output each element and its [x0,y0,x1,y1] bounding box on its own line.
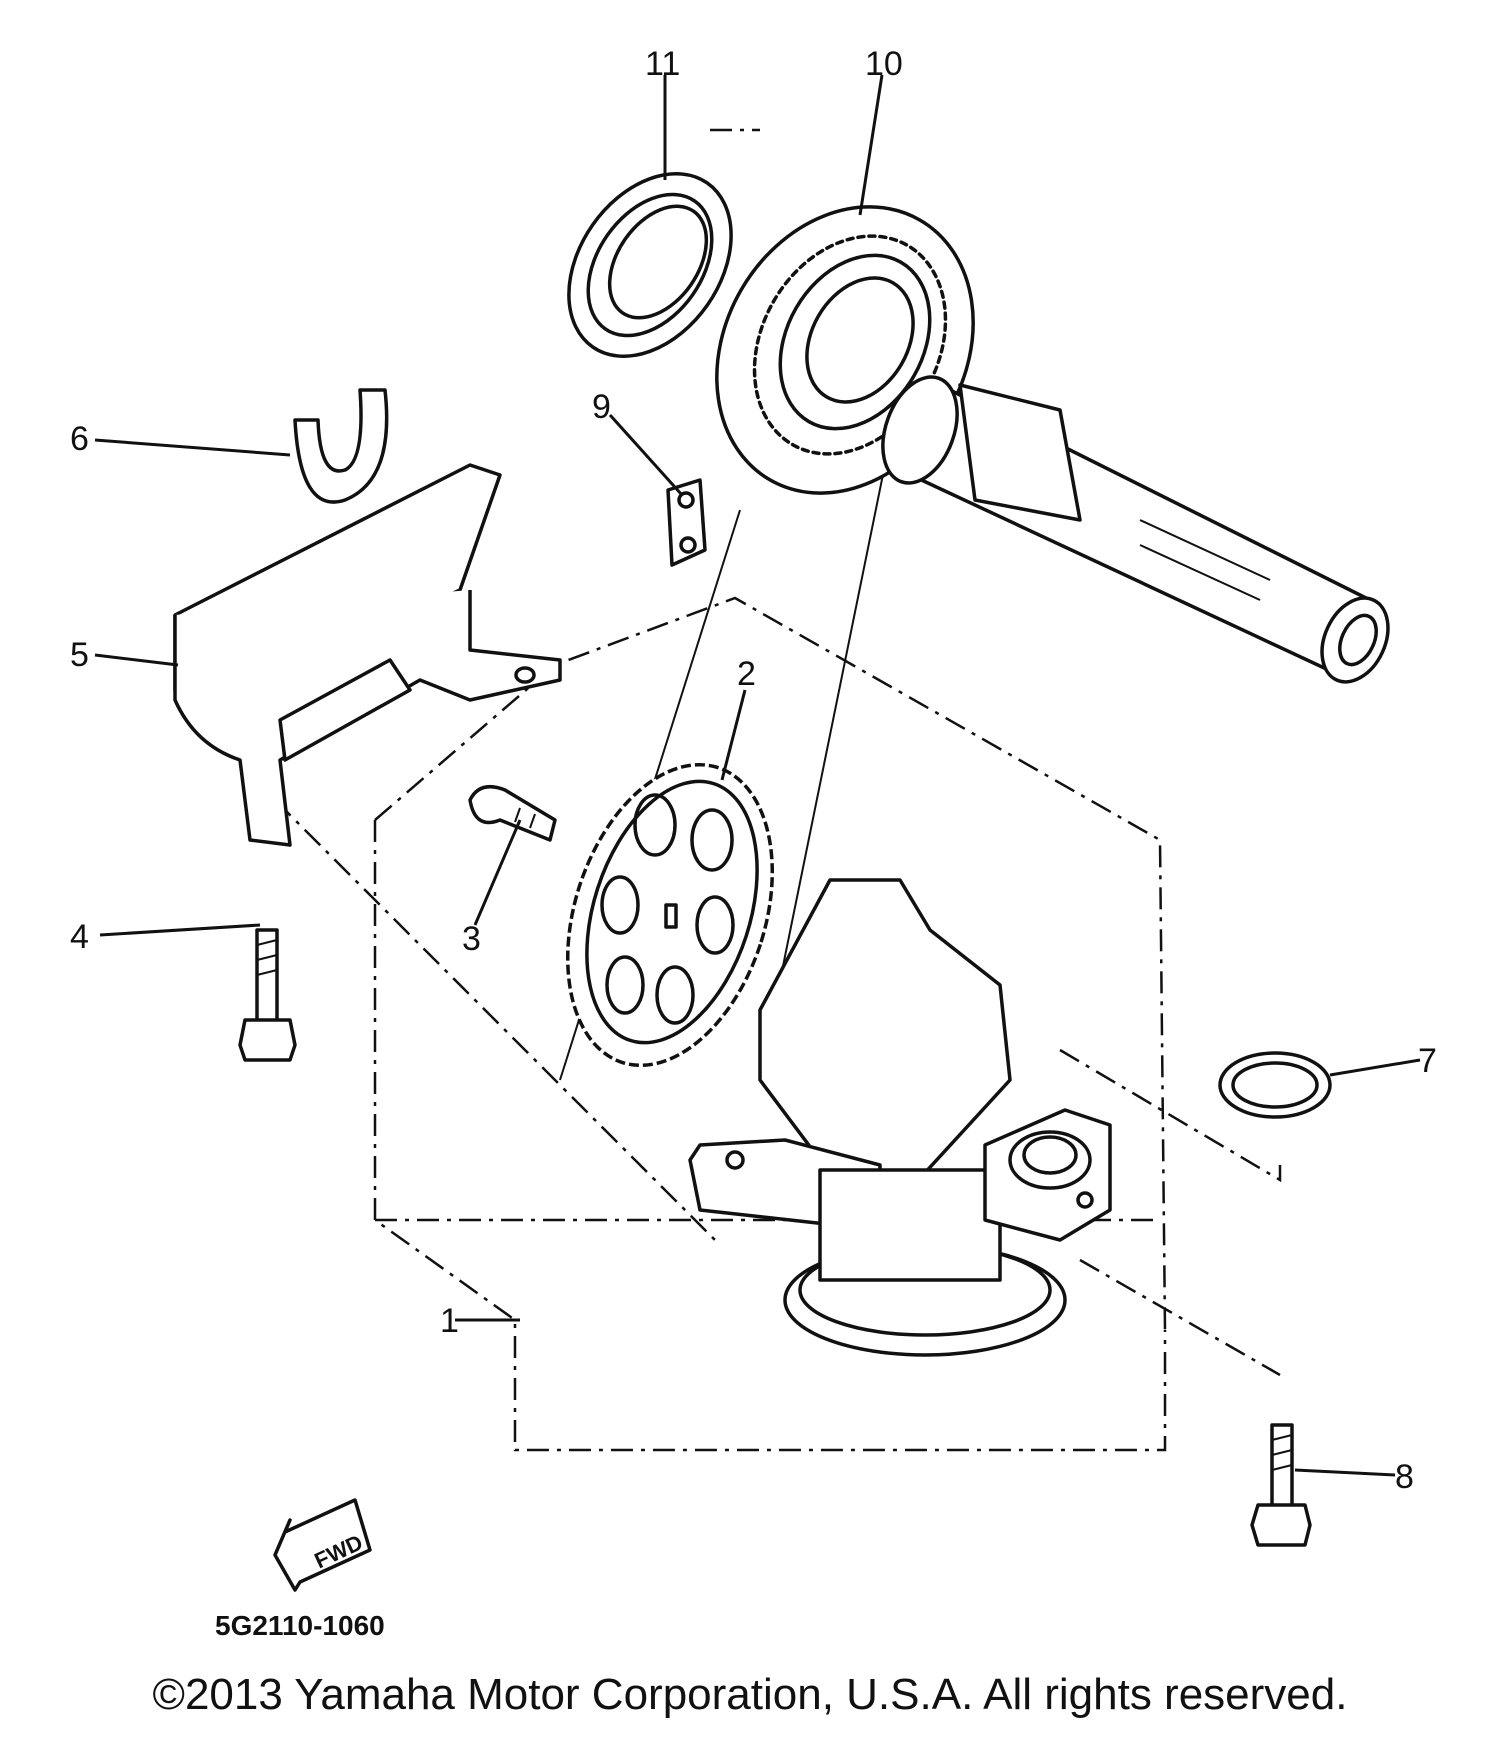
part-bolt-8[interactable] [1250,1423,1312,1547]
fwd-arrow-icon: FWD [273,1498,372,1592]
label-10: 10 [865,45,903,83]
part-bolt-4[interactable] [238,928,297,1062]
label-2: 2 [737,655,756,693]
label-1: 1 [440,1302,459,1340]
part-shaft [881,375,1390,684]
drawing-code: 5G2110-1060 [215,1610,385,1641]
label-3: 3 [462,920,481,958]
part-chain-link[interactable] [666,478,707,567]
part-labels: 1 2 3 4 5 6 7 8 9 10 11 [70,45,1437,1496]
part-driven-sprocket[interactable] [532,738,808,1092]
part-o-ring[interactable] [1218,1051,1332,1119]
label-7: 7 [1418,1042,1437,1080]
copyright-notice: ©2013 Yamaha Motor Corporation, U.S.A. A… [152,1670,1348,1719]
label-5: 5 [70,636,89,674]
part-damper[interactable] [293,388,389,504]
label-9: 9 [592,388,611,426]
part-pump-cover[interactable] [173,463,562,847]
label-6: 6 [70,420,89,458]
label-4: 4 [70,918,89,956]
label-11: 11 [645,45,680,83]
leader-lines [94,74,1421,1477]
part-oil-pump-assembly[interactable] [688,878,1112,1357]
part-bolt-3[interactable] [468,784,557,842]
part-oil-seal[interactable] [535,143,764,387]
label-8: 8 [1395,1458,1414,1496]
